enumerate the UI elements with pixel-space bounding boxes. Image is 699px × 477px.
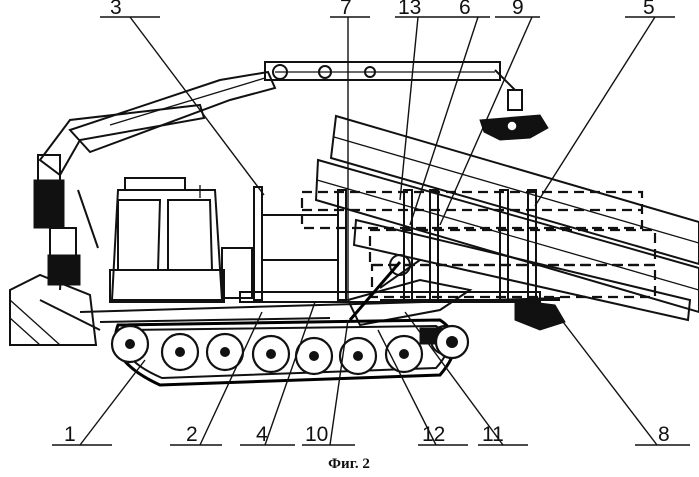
cab [110,178,252,302]
label-10: 10 [305,423,328,446]
figure-caption: Фиг. 2 [328,456,370,472]
label-6: 6 [459,0,471,19]
label-2: 2 [186,423,198,446]
road-wheels [112,326,468,374]
label-4: 4 [256,423,268,446]
label-9: 9 [512,0,524,19]
label-7: 7 [340,0,352,19]
label-11: 11 [482,423,504,446]
label-5: 5 [643,0,655,19]
crane [34,62,548,290]
dozer-blade [10,255,100,345]
label-12: 12 [422,423,445,446]
label-1: 1 [64,423,76,446]
label-13: 13 [398,0,421,19]
label-3: 3 [110,0,122,19]
label-8: 8 [658,423,670,446]
